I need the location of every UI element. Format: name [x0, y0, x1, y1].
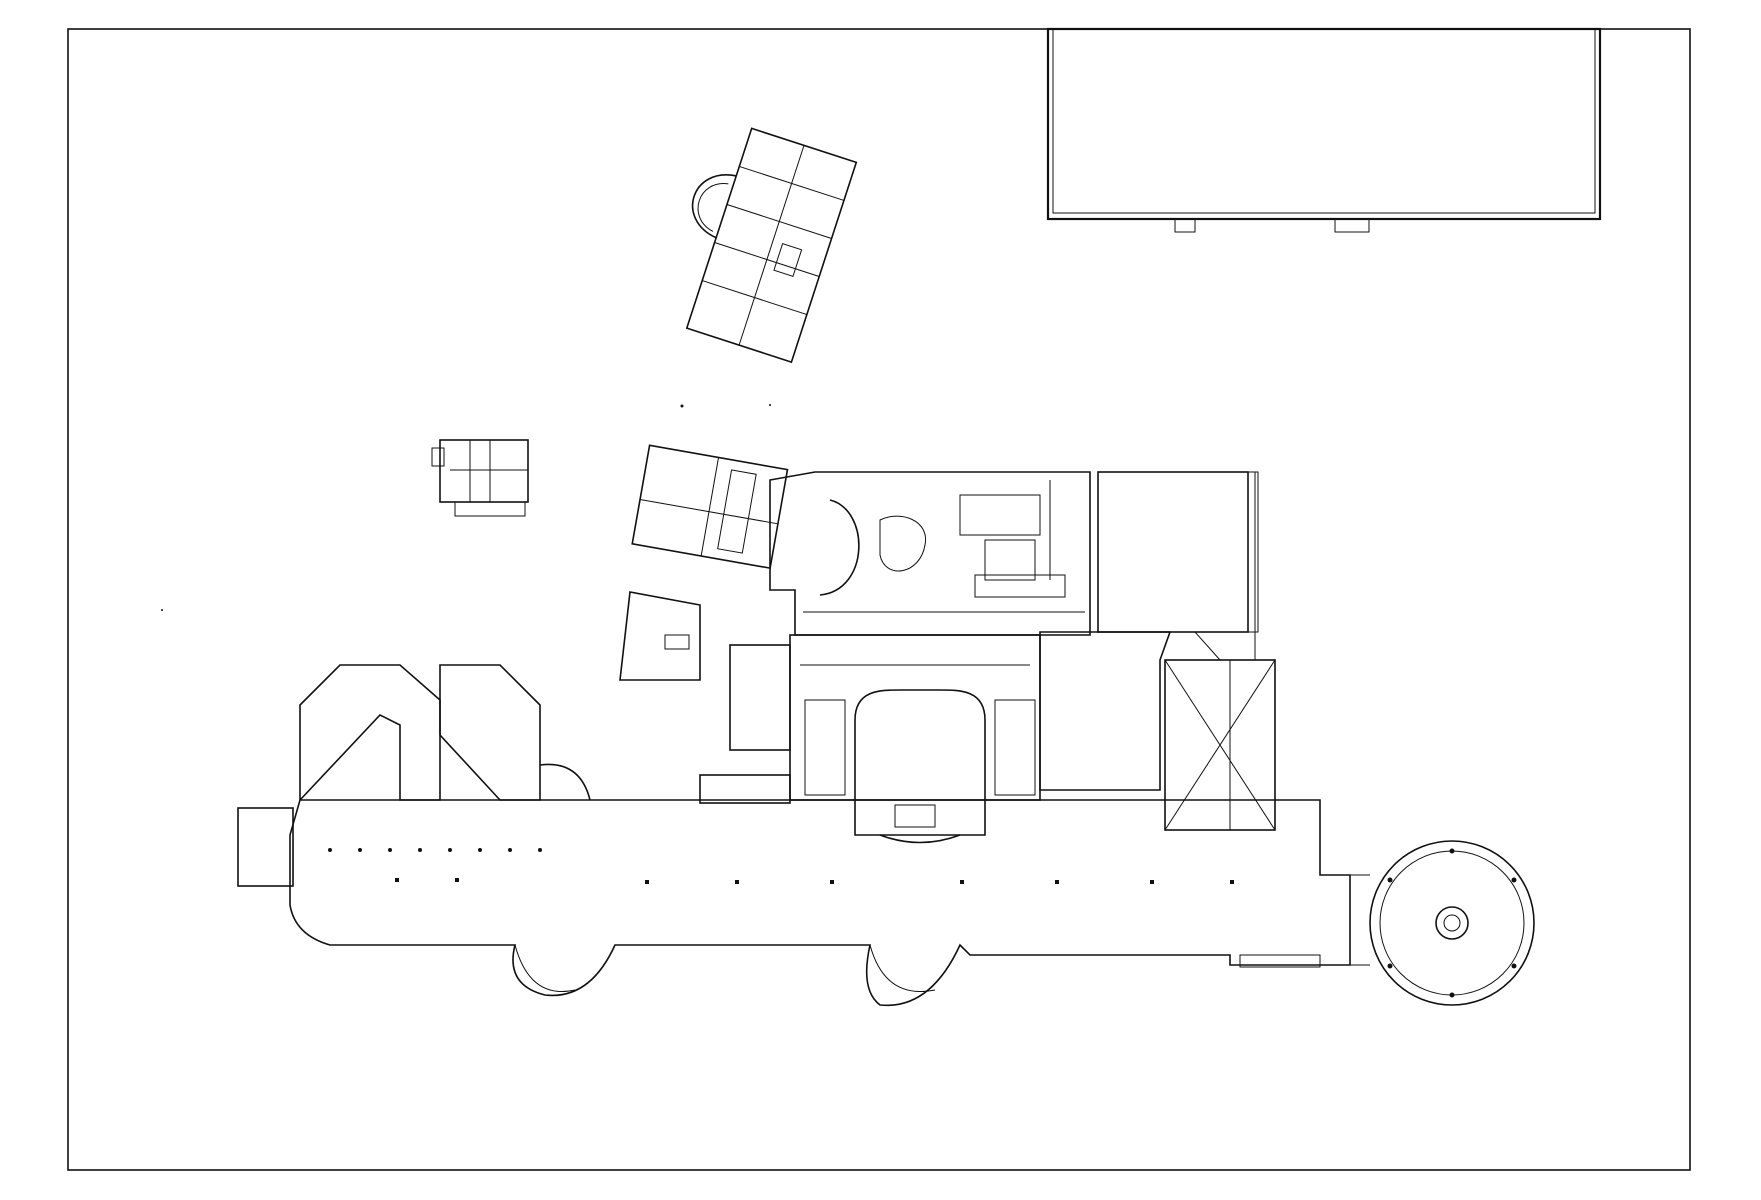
- rotunda: [1335, 840, 1535, 1006]
- central-complex: [619, 444, 1276, 844]
- drawing-border: [67, 28, 1691, 1171]
- building-top-right: [1046, 27, 1602, 233]
- building-rotated-north: [685, 127, 858, 364]
- drawing-specks: [161, 404, 771, 611]
- long-gallery: [289, 799, 1351, 1007]
- west-wing: [237, 664, 591, 887]
- building-small-west: [431, 439, 529, 517]
